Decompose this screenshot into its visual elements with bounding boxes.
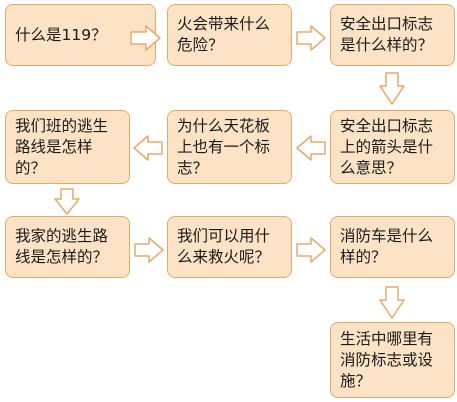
node-label: 安全出口标志是什么样的？: [340, 15, 434, 54]
node-fire-dangers: 火会带来什么危险？: [167, 4, 292, 66]
node-label: 生活中哪里有消防标志或设施？: [340, 329, 434, 390]
node-label: 火会带来什么危险？: [177, 15, 271, 54]
arrow-right-icon: [134, 237, 164, 263]
node-exit-arrow-meaning: 安全出口标志上的箭头是什么意思？: [330, 110, 455, 184]
node-label: 消防车是什么样的？: [340, 227, 434, 266]
arrow-right-icon: [296, 237, 326, 263]
arrow-right-icon: [296, 25, 326, 51]
arrow-right-icon: [130, 25, 161, 51]
node-label: 安全出口标志上的箭头是什么意思？: [340, 116, 434, 177]
node-class-escape-route: 我们班的逃生路线是怎样的？: [5, 110, 130, 184]
node-exit-sign-look: 安全出口标志是什么样的？: [330, 4, 455, 66]
node-ceiling-sign: 为什么天花板上也有一个标志？: [167, 110, 292, 184]
arrow-down-icon: [54, 188, 80, 215]
node-label: 我们可以用什么来救火呢？: [177, 227, 271, 266]
arrow-left-icon: [296, 135, 326, 161]
arrow-down-icon: [379, 286, 405, 319]
node-extinguish-fire: 我们可以用什么来救火呢？: [167, 216, 292, 278]
node-label: 什么是119？: [15, 25, 107, 44]
node-label: 我们班的逃生路线是怎样的？: [15, 116, 109, 177]
arrow-left-icon: [133, 135, 163, 161]
node-fire-signs-in-life: 生活中哪里有消防标志或设施？: [330, 322, 455, 398]
node-label: 为什么天花板上也有一个标志？: [177, 116, 271, 177]
node-home-escape-route: 我家的逃生路线是怎样的？: [5, 216, 130, 278]
arrow-down-icon: [379, 72, 405, 105]
node-fire-truck-look: 消防车是什么样的？: [330, 216, 455, 278]
node-label: 我家的逃生路线是怎样的？: [15, 227, 109, 266]
